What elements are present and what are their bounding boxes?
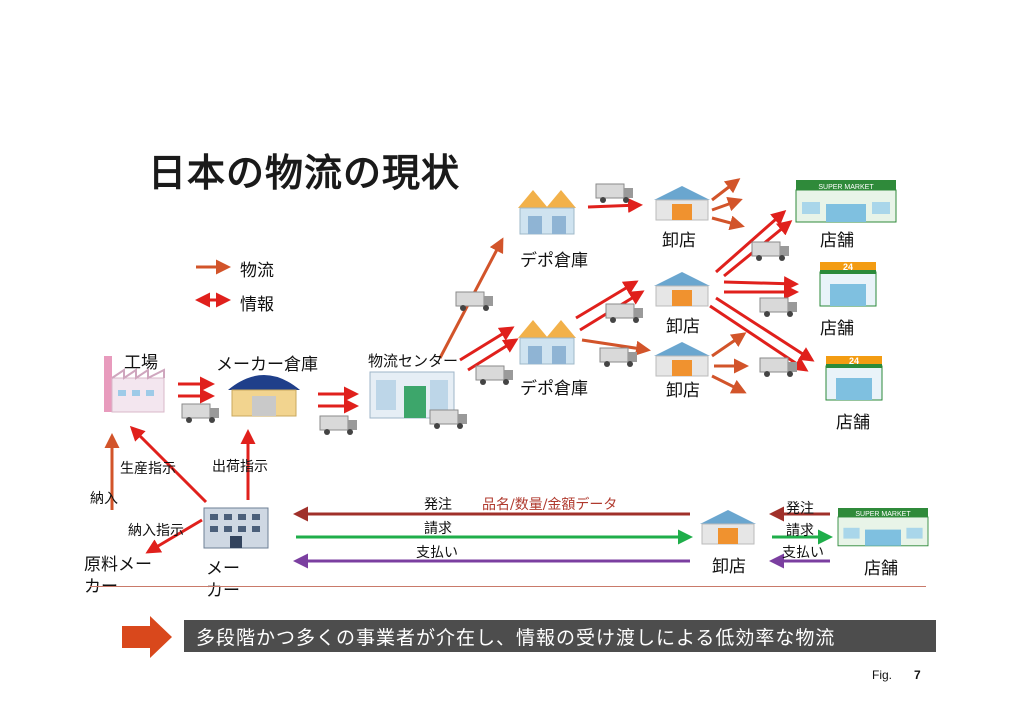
store-3-icon: 24 xyxy=(825,355,883,401)
truck-icon xyxy=(181,403,220,424)
truck-icon xyxy=(429,409,468,430)
order-right-label: 発注 xyxy=(786,501,814,517)
payment-label: 支払い xyxy=(416,545,458,561)
order-data-label: 品名/数量/金額データ xyxy=(482,497,618,513)
invoice-right-label: 請求 xyxy=(786,523,814,539)
factory-label: 工場 xyxy=(124,353,158,373)
truck-icon xyxy=(475,365,514,386)
wholesaler-1-icon xyxy=(653,185,711,221)
wholesaler-1-label: 卸店 xyxy=(662,231,696,251)
maker-building-icon xyxy=(203,507,269,549)
callout-arrow-icon xyxy=(122,616,172,658)
separator-line xyxy=(90,586,926,587)
wholesaler-2-label: 卸店 xyxy=(666,317,700,337)
depot-bottom-icon xyxy=(517,319,577,365)
truck-icon xyxy=(319,415,358,436)
factory-icon xyxy=(104,356,165,413)
delivery-label: 納入 xyxy=(90,491,118,507)
wholesaler-2-icon xyxy=(653,271,711,307)
truck-icon xyxy=(595,183,634,204)
store-2-label: 店舗 xyxy=(820,319,854,339)
wholesaler-3-label: 卸店 xyxy=(666,381,700,401)
production-instruction-label: 生産指示 xyxy=(120,461,176,477)
truck-icon xyxy=(599,347,638,368)
shipping-instruction-label: 出荷指示 xyxy=(212,459,268,475)
svg-text:24: 24 xyxy=(843,262,853,272)
store-bottom-icon: SUPER MARKET xyxy=(837,507,929,547)
figure-number: 7 xyxy=(914,668,921,682)
maker-warehouse-icon xyxy=(228,375,300,417)
order-label: 発注 xyxy=(424,497,452,513)
store-bottom-label: 店舗 xyxy=(864,559,898,579)
legend-logistics-label: 物流 xyxy=(240,261,274,281)
logistics-center-label: 物流センター xyxy=(368,352,459,370)
legend-info-label: 情報 xyxy=(240,295,274,315)
depot-top-label: デポ倉庫 xyxy=(520,251,588,271)
svg-text:24: 24 xyxy=(849,356,859,366)
maker-label: メーカー xyxy=(206,559,240,601)
store-3-label: 店舗 xyxy=(836,413,870,433)
truck-icon xyxy=(455,291,494,312)
wholesaler-3-icon xyxy=(653,341,711,377)
store-2-icon: 24 xyxy=(819,261,877,307)
page-title: 日本の物流の現状 xyxy=(148,150,461,195)
truck-icon xyxy=(605,303,644,324)
truck-icon xyxy=(751,241,790,262)
figure-label: Fig. xyxy=(872,668,893,682)
store-1-label: 店舗 xyxy=(820,231,854,251)
depot-top-icon xyxy=(517,189,577,235)
svg-text:SUPER MARKET: SUPER MARKET xyxy=(818,184,874,191)
wholesaler-bottom-label: 卸店 xyxy=(712,557,746,577)
delivery-instruction-label: 納入指示 xyxy=(128,523,184,539)
invoice-label: 請求 xyxy=(424,521,452,537)
svg-text:SUPER MARKET: SUPER MARKET xyxy=(855,511,911,518)
wholesaler-bottom-icon xyxy=(699,509,757,545)
store-1-icon: SUPER MARKET xyxy=(795,179,897,223)
raw-maker-label: 原料メーカー xyxy=(84,555,152,597)
conclusion-banner: 多段階かつ多くの事業者が介在し、情報の受け渡しによる低効率な物流 xyxy=(184,620,936,652)
depot-bottom-label: デポ倉庫 xyxy=(520,379,588,399)
truck-icon xyxy=(759,297,798,318)
payment-right-label: 支払い xyxy=(782,545,824,561)
maker-warehouse-label: メーカー倉庫 xyxy=(216,355,318,375)
figure-caption: Fig. 7 xyxy=(872,668,921,682)
